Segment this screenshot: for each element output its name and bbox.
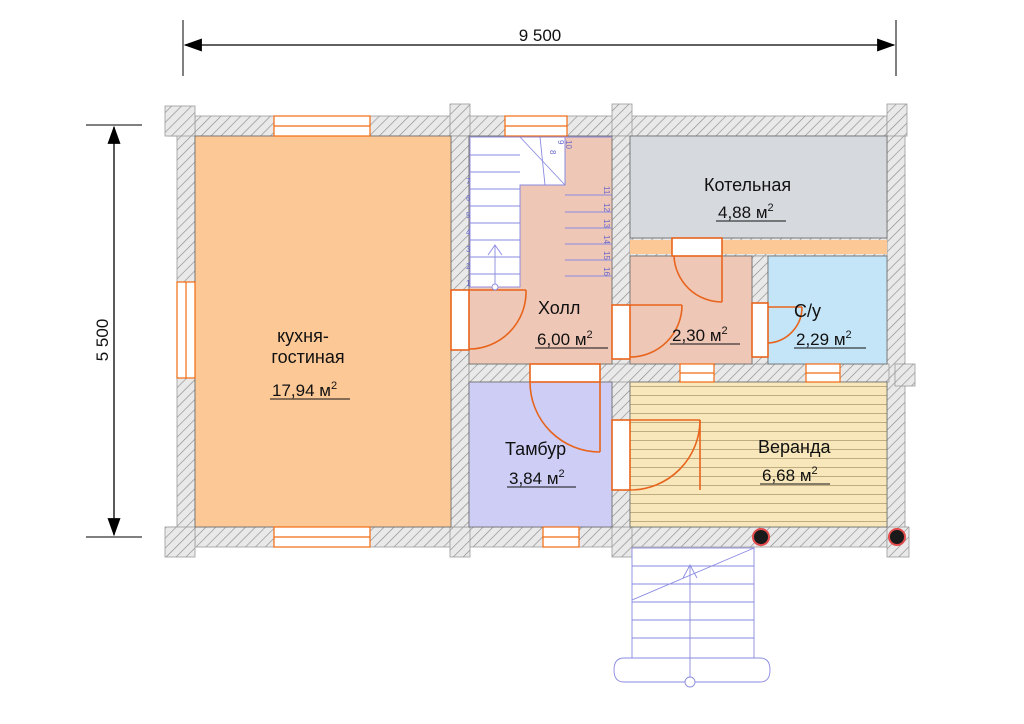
interior-staircase [469, 136, 612, 291]
room-wc [767, 255, 888, 365]
step-number: 16 [602, 267, 611, 276]
step-number: 12 [602, 203, 611, 212]
window-hall-top [504, 115, 568, 137]
step-number: 7 [466, 177, 471, 186]
post-marker [752, 528, 770, 546]
room-kitchen-living [194, 135, 452, 528]
step-number: 11 [602, 186, 611, 195]
post-marker [888, 528, 906, 546]
step-number: 1 [466, 279, 471, 288]
label-kitchen-living: кухня- гостиная 17,94 м2 [270, 326, 350, 400]
window-corridor-bottom [679, 363, 715, 383]
label-hall: Холл 6,00 м2 [535, 298, 608, 349]
step-number: 3 [466, 245, 471, 254]
room-vestibule [468, 381, 613, 528]
room-name: Холл [538, 298, 580, 318]
label-wc: С/у 2,29 м2 [794, 301, 866, 349]
window-vestibule-bottom [542, 526, 580, 548]
label-boiler: Котельная 4,88 м2 [704, 175, 791, 222]
room-name: гостиная [271, 347, 344, 367]
step-number: 8 [548, 150, 557, 155]
room-area: 17,94 м2 [272, 380, 337, 400]
door-boiler [671, 237, 723, 303]
step-number: 15 [602, 251, 611, 260]
room-name: Веранда [758, 437, 831, 457]
step-number: 4 [466, 228, 471, 237]
stair-step-numbers: 1 2 3 4 5 6 7 8 9 10 11 12 13 14 15 16 [466, 140, 611, 288]
room-name: кухня- [277, 326, 329, 346]
doors [450, 237, 803, 491]
wall-strip [630, 240, 887, 254]
room-area: 3,84 м2 [509, 468, 565, 488]
windows [176, 115, 841, 548]
dimension-height: 5 500 [86, 124, 142, 538]
step-number: 10 [564, 140, 573, 149]
step-number: 5 [466, 211, 471, 220]
door-veranda [611, 419, 701, 491]
window-kitchen-left [176, 281, 196, 379]
label-veranda: Веранда 6,68 м2 [758, 437, 831, 485]
dimension-width: 9 500 [182, 20, 897, 76]
step-number: 9 [556, 140, 565, 145]
door-vestibule [529, 363, 601, 453]
step-number: 13 [602, 219, 611, 228]
label-corridor: 2,30 м2 [670, 325, 740, 345]
dimension-width-label: 9 500 [519, 26, 562, 45]
window-wc-bottom [805, 363, 841, 383]
door-hall-left [450, 289, 527, 351]
label-vestibule: Тамбур 3,84 м2 [505, 439, 576, 488]
room-area: 6,68 м2 [762, 465, 818, 485]
window-kitchen-top [273, 115, 371, 137]
porch-staircase [613, 547, 771, 688]
room-area: 6,00 м2 [537, 329, 593, 349]
room-name: Тамбур [505, 439, 566, 459]
step-number: 14 [602, 235, 611, 244]
room-area: 2,30 м2 [672, 325, 728, 345]
dimension-height-label: 5 500 [93, 319, 112, 362]
room-area: 4,88 м2 [718, 202, 774, 222]
step-number: 2 [466, 262, 471, 271]
room-corridor [629, 255, 753, 365]
room-name: Котельная [704, 175, 791, 195]
door-wc [751, 302, 803, 358]
step-number: 6 [466, 194, 471, 203]
door-corridor-left [611, 304, 683, 360]
room-name: С/у [794, 301, 821, 321]
window-kitchen-bottom [273, 526, 371, 548]
room-area: 2,29 м2 [796, 329, 852, 349]
room-veranda [629, 381, 888, 528]
